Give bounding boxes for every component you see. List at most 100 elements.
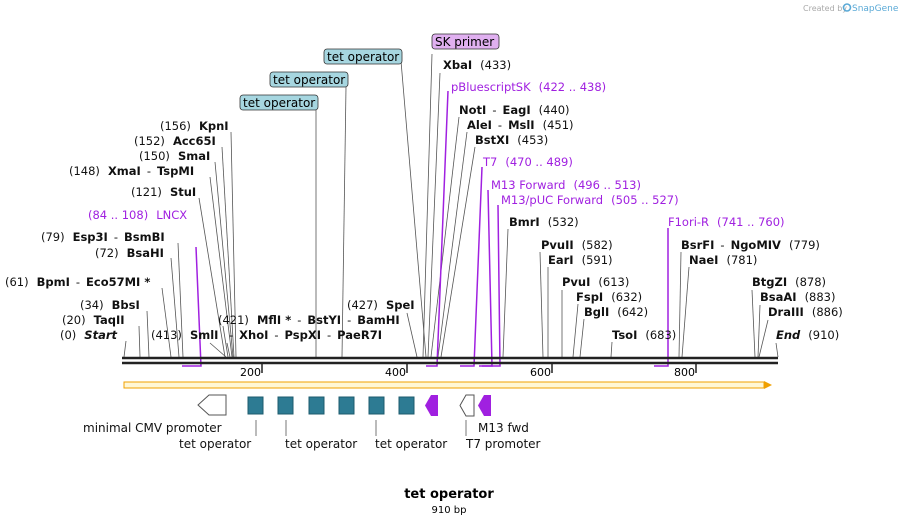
- primer-mark-f1ori-r: [654, 228, 669, 367]
- site-label-36-part-0: DraIII: [768, 305, 804, 319]
- site-label-6: (79)Esp3I-BsmBI: [41, 230, 165, 244]
- connector-line-22: [440, 146, 476, 358]
- site-label-5: (84 .. 108)LNCX: [88, 208, 187, 222]
- tet-operator-box-5: [368, 396, 385, 415]
- primer-mark-pbluescriptsk: [426, 90, 449, 367]
- site-label-12: (413)SmlI: [151, 328, 218, 342]
- site-label-2: (150) SmaI: [139, 149, 210, 163]
- connector-line-24: [539, 251, 544, 358]
- site-label-35-part-0: BsaAI: [760, 290, 797, 304]
- feature-label-ticks: [255, 420, 467, 436]
- tet-operator-tag-2-box: [269, 71, 349, 88]
- sk-primer-tag: SK primer: [435, 35, 494, 49]
- feature-m13-fwd: M13 fwd: [478, 421, 529, 435]
- site-label-6-part-0: (79): [41, 230, 65, 244]
- site-label-35: BsaAI (883): [760, 290, 836, 304]
- site-label-32: BsrFI-NgoMIV(779): [681, 238, 820, 252]
- connector-line-13: [226, 342, 231, 358]
- feature-tet-operator-c: tet operator: [375, 437, 447, 451]
- site-label-24: BmrI(532): [509, 215, 579, 229]
- site-label-27-part-0: PvuI: [562, 275, 590, 289]
- site-label-32-part-3: (779): [789, 238, 820, 252]
- site-label-29-part-1: (642): [617, 305, 648, 319]
- site-label-8: (61)BpmI-Eco57MI *: [5, 275, 150, 289]
- site-label-13-part-5: BamHI: [357, 313, 399, 327]
- connector-line-30: [678, 251, 682, 358]
- connector-line-32: [751, 289, 756, 358]
- site-label-4-part-1: StuI: [170, 185, 196, 199]
- site-label-13-part-3: BstYI: [307, 313, 341, 327]
- site-label-18-part-1: -: [492, 103, 496, 117]
- site-label-28: FspI(632): [576, 290, 642, 304]
- site-label-13-part-0: (421): [218, 313, 249, 327]
- site-label-33-part-1: (781): [726, 253, 757, 267]
- site-label-0-part-1: KpnI: [199, 119, 229, 133]
- minimal-cmv-promoter-arrow: [197, 394, 227, 416]
- site-label-10-part-0: (20): [62, 313, 86, 327]
- connector-line-34: [758, 319, 769, 358]
- site-label-6-part-2: -: [114, 230, 118, 244]
- site-label-4-part-0: (121): [131, 185, 162, 199]
- site-label-7: (72)BsaHI: [95, 246, 164, 260]
- site-label-19: AleI-MslI(451): [467, 118, 574, 132]
- site-label-11-part-0: (0): [60, 328, 76, 342]
- connector-line-27: [572, 303, 579, 358]
- site-label-14-part-0: -: [229, 328, 233, 342]
- connector-line-7: [161, 287, 172, 358]
- site-label-37-part-1: (910): [808, 328, 839, 342]
- primer-mark-t7: [460, 166, 483, 367]
- site-label-1-part-0: (152): [134, 134, 165, 148]
- site-label-33-part-0: NaeI: [689, 253, 718, 267]
- site-label-8-part-0: (61): [5, 275, 29, 289]
- site-label-33: NaeI (781): [689, 253, 757, 267]
- site-label-17: pBluescriptSK(422 .. 438): [451, 80, 606, 94]
- connector-line-23: [502, 228, 509, 358]
- sk-primer-tag-box: [431, 33, 500, 50]
- tet-operator-box-1: [247, 396, 264, 415]
- site-label-18-part-3: (440): [539, 103, 570, 117]
- connector-line-8: [146, 310, 150, 358]
- site-label-14-part-3: PspXI: [285, 328, 321, 342]
- site-label-3-part-2: -: [147, 164, 151, 178]
- scale-tick-800: 800: [674, 366, 695, 379]
- site-label-28-part-0: FspI: [576, 290, 603, 304]
- site-label-0-part-0: (156): [160, 119, 191, 133]
- connector-line-21: [437, 131, 468, 358]
- site-label-16-part-1: (433): [480, 58, 511, 72]
- site-label-3-part-1: XmaI: [108, 164, 141, 178]
- connector-line-11: [209, 342, 227, 358]
- site-label-15: (427)SpeI: [347, 298, 415, 312]
- site-label-12-part-1: SmlI: [190, 328, 219, 342]
- connector-line-29: [610, 341, 613, 358]
- primer-mark-lncx: [182, 246, 202, 367]
- site-label-35-part-1: (883): [805, 290, 836, 304]
- site-label-23: M13/pUC Forward(505 .. 527): [501, 193, 679, 207]
- site-label-17-part-1: (422 .. 438): [539, 80, 607, 94]
- site-label-30: TsoI(683): [612, 328, 676, 342]
- tet-operator-tag-1-box: [239, 94, 319, 111]
- site-label-0: (156) KpnI: [160, 119, 229, 133]
- site-label-4: (121) StuI: [131, 185, 196, 199]
- site-label-26: EarI(591): [548, 253, 613, 267]
- site-label-8-part-1: BpmI: [37, 275, 70, 289]
- site-label-2-part-1: SmaI: [178, 149, 210, 163]
- t7-promoter-arrow: [459, 394, 475, 417]
- connector-line-17: [406, 312, 418, 358]
- site-label-34: BtgZI(878): [752, 275, 826, 289]
- snapgene-credit: Created by SnapGene: [803, 3, 899, 14]
- site-label-20-part-0: BstXI: [475, 133, 509, 147]
- tet-operator-box-3: [308, 396, 325, 415]
- site-label-3-part-3: TspMI: [157, 164, 194, 178]
- connector-line-31: [681, 266, 690, 358]
- site-label-34-part-1: (878): [795, 275, 826, 289]
- scale-tick-200: 200: [240, 366, 261, 379]
- site-label-14-part-1: XhoI: [239, 328, 268, 342]
- site-label-25-part-1: (582): [582, 238, 613, 252]
- tet-operator-tag-3: tet operator: [327, 50, 399, 64]
- site-label-30-part-0: TsoI: [612, 328, 637, 342]
- connector-line-15: [341, 86, 347, 358]
- connector-line-2: [214, 161, 234, 358]
- site-label-15-part-1: SpeI: [386, 298, 415, 312]
- site-label-2-part-0: (150): [139, 149, 170, 163]
- connector-line-19: [427, 72, 441, 358]
